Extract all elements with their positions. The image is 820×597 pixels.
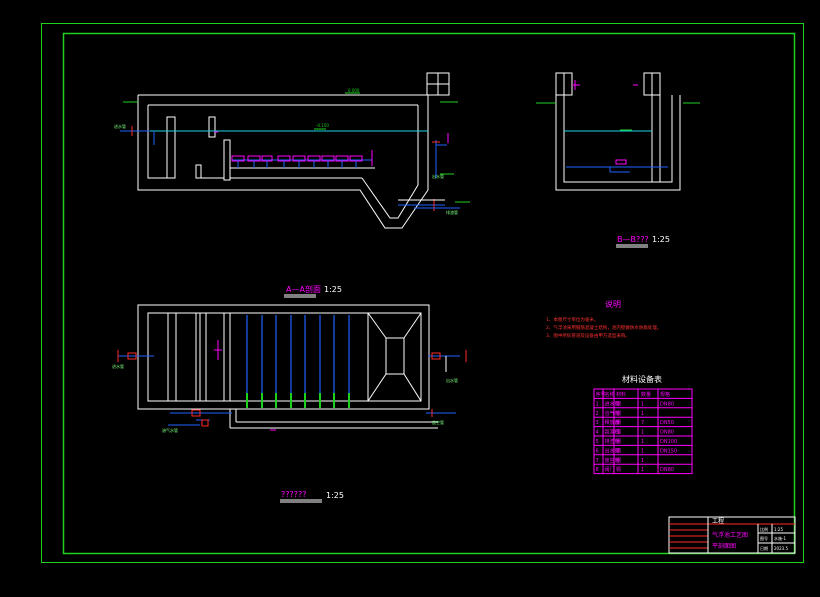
tb-field-2: 图号 [760,535,768,541]
table-cell: DN80 [660,467,674,473]
level-top-label: 0.000 [348,88,360,93]
table-cell: 铜 [616,466,621,473]
inlet-label-plan: 进水管 [112,363,124,369]
table-title: 材料设备表 [622,374,662,384]
tb-field-1: 1:25 [774,527,783,532]
table-cell: 1 [596,401,599,407]
plan-view: 进水管 出水管 放空管 溶气水管 [112,304,467,433]
table-cell: 出水管 [605,447,620,454]
table-cell: 钢 [616,419,621,426]
table-cell: 钢 [616,400,621,407]
table-cell: 4 [596,430,599,436]
section-b-b [536,72,700,191]
notes-item-1: 1、本图尺寸单位为毫米。 [546,316,598,323]
section-a-a: 0.000 -0.150 进水管 出水管 排渣管 [114,72,470,229]
title-block-sub: 平剖面图 [712,542,736,550]
gas-label-plan: 溶气水管 [162,427,178,433]
table-cell: 钢 [616,438,621,445]
inlet-label-a: 进水管 [114,123,126,129]
outer-frame [41,23,804,563]
table-cell: DN150 [660,448,677,454]
table-cell: DN80 [660,401,674,407]
table-cell: 7 [596,458,599,464]
plan-title: ?????? [281,490,306,499]
level-water-label: -0.150 [316,123,329,128]
table-cell: 6 [596,448,599,454]
section-a-scale: 1:25 [324,285,342,294]
table-cell: 1 [641,430,644,436]
table-cell: DN50 [660,420,674,426]
table-cell: 钢 [616,429,621,436]
tb-field-4: 日期 [760,545,768,551]
table-cell: 进水管 [605,400,620,407]
table-cell: 1 [641,467,644,473]
notes-item-3: 3、图中所标管道及设备由甲方选型采购。 [546,332,630,339]
table-header-cell: 名称 [605,391,615,398]
table-cell: 刮渣机 [605,429,620,436]
table-cell: DN100 [660,439,677,445]
table-cell: 1 [641,458,644,464]
drain-label-plan: 放空管 [432,419,444,425]
tb-field-3: 水施-1 [774,535,786,541]
section-b-scale: 1:25 [652,235,670,244]
table-cell: DN80 [660,430,674,436]
table-cell: 1 [641,448,644,454]
table-cell: 3 [596,420,599,426]
table-cell: 7 [641,420,644,426]
slag-label-a: 排渣管 [446,209,458,215]
table-cell: 钢 [616,447,621,454]
table-header-cell: 材料 [616,391,626,398]
table-cell: 阀门 [605,466,615,473]
table-cell: 放空管 [605,457,620,464]
inner-frame [62,32,796,555]
table-cell: 5 [596,439,599,445]
tb-field-0: 比例 [760,526,768,532]
section-a-title: A—A剖面 [286,284,321,294]
table-cell: 1 [641,401,644,407]
section-b-title: B—B??? [617,235,649,244]
table-cell: 钢 [616,410,621,417]
outlet-label-a: 出水管 [432,173,444,179]
table-cell: 2 [596,411,599,417]
table-cell: 排渣管 [605,438,620,445]
title-block-drawing: 气浮池工艺图 [712,531,748,539]
notes-title: 说明 [605,299,621,309]
table-cell: 钢 [616,457,621,464]
table-cell: 1 [641,439,644,445]
table-border [593,388,693,475]
table-cell: 1 [641,411,644,417]
title-block-project: 工程 [712,517,724,525]
table-header-cell: 序号 [596,391,606,398]
plan-scale: 1:25 [326,491,344,500]
table-header-cell: 数量 [641,391,651,398]
table-cell: 溶气管 [605,410,620,417]
table-cell: 8 [596,467,599,473]
notes-item-2: 2、气浮池采用钢筋混凝土结构，池内壁做防水防腐处理。 [546,324,661,331]
tb-field-5: 2023.5 [774,546,788,551]
table-header-cell: 规格 [660,391,670,398]
outlet-label-plan: 出水管 [446,377,458,383]
title-block [668,516,796,554]
table-cell: 释放器 [605,419,620,426]
